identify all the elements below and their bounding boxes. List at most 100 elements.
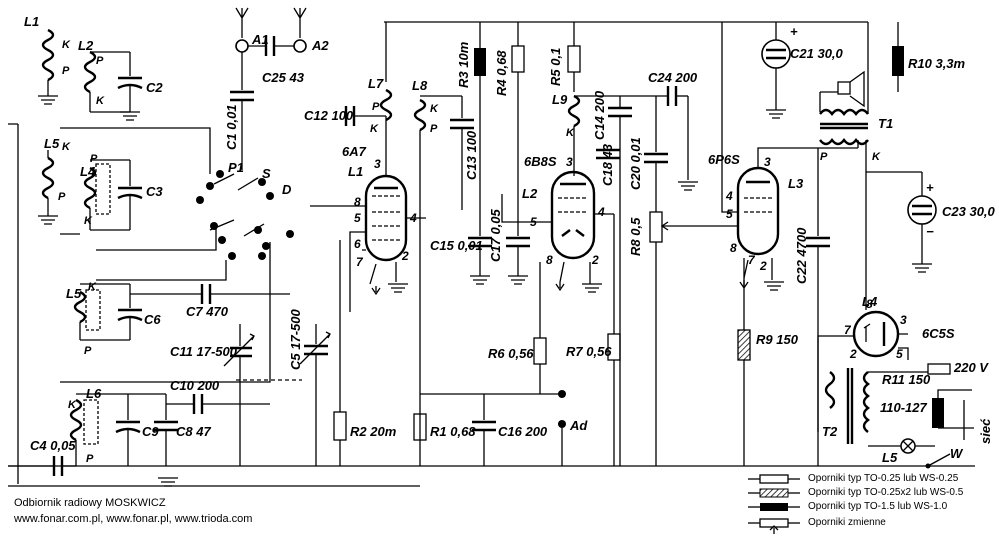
pin-8d: 8 <box>866 297 873 311</box>
capacitor-c24 <box>620 86 698 191</box>
capacitor-c9 <box>115 394 141 466</box>
label-c3: C3 <box>146 184 163 199</box>
capacitor-c15 <box>468 200 492 285</box>
capacitor-c8 <box>154 394 178 466</box>
resistor-r6 <box>533 337 560 395</box>
label-l1: L1 <box>24 14 39 29</box>
capacitor-c10 <box>166 394 270 414</box>
label-tube4: 6C5S <box>922 326 955 341</box>
caption-title: Odbiornik radiowy MOSKWICZ <box>14 497 166 509</box>
coil-l1 <box>38 28 58 105</box>
label-110v: 110-127 <box>880 400 928 415</box>
voltage-selector[interactable] <box>932 389 974 440</box>
pin-7d: 7 <box>844 323 852 337</box>
label-l5-p: P <box>58 191 66 203</box>
volume-potentiometer-r8[interactable] <box>649 210 720 466</box>
capacitor-c23 <box>866 171 937 273</box>
antenna-a1[interactable] <box>235 7 249 90</box>
label-l8: L8 <box>412 78 428 93</box>
label-l6-k: K <box>68 399 77 411</box>
label-l2-k: K <box>96 95 105 107</box>
label-l7-p: P <box>372 101 380 113</box>
label-c20: C20 0,01 <box>628 137 643 190</box>
resistor-r7 <box>607 214 621 466</box>
capacitor-c18 <box>596 148 620 160</box>
label-l1-k: K <box>62 39 71 51</box>
legend-item-4: Oporniki zmienne <box>808 517 886 528</box>
capacitor-c13 <box>450 96 474 210</box>
legend-item-2: Oporniki typ TO-0.25x2 lub WS-0.5 <box>808 487 964 498</box>
coil-l6 <box>69 393 166 466</box>
pin-6: 6 <box>354 237 361 251</box>
label-t2: T2 <box>822 424 838 439</box>
label-l8-k: K <box>430 103 439 115</box>
label-tube3: 6P6S <box>708 152 740 167</box>
plus-c21: + <box>790 24 798 39</box>
label-c6: C6 <box>144 312 161 327</box>
capacitor-c20 <box>644 96 668 210</box>
pin-3: 3 <box>374 157 381 171</box>
label-c10: C10 200 <box>170 378 220 393</box>
label-l2: L2 <box>78 38 94 53</box>
capacitor-c25 <box>248 36 294 56</box>
label-l9: L9 <box>552 92 568 107</box>
label-r8: R8 0,5 <box>628 217 643 256</box>
pin-8b: 8 <box>546 253 553 267</box>
label-c7: C7 470 <box>186 304 229 319</box>
label-l4-k: K <box>84 215 93 227</box>
pin-5: 5 <box>354 211 361 225</box>
pin-5d: 5 <box>896 347 903 361</box>
legend-item-3: Oporniki typ TO-1.5 lub WS-1.0 <box>808 501 948 512</box>
label-l4: L4 <box>80 164 96 179</box>
variable-capacitor-c11[interactable] <box>223 324 255 466</box>
label-r4: R4 0,68 <box>494 50 509 96</box>
power-switch-w[interactable] <box>925 453 951 469</box>
label-c24: C24 200 <box>648 70 698 85</box>
coil-l9 <box>567 94 581 176</box>
label-c5: C5 17-500 <box>288 309 303 370</box>
label-c23: C23 30,0 <box>942 204 996 219</box>
label-l6-p: P <box>86 453 94 465</box>
antenna-a2[interactable] <box>293 7 307 53</box>
resistor-r10 <box>892 22 904 92</box>
label-tube1: 6A7 <box>342 144 367 159</box>
plus-c23: + <box>926 180 934 195</box>
label-t1-p: P <box>820 151 828 163</box>
label-l5-k: K <box>62 141 71 153</box>
label-c11: C11 17-500 <box>170 344 238 359</box>
label-c21: C21 30,0 <box>790 46 844 61</box>
pin-5c: 5 <box>726 207 733 221</box>
label-l7: L7 <box>368 76 384 91</box>
capacitor-c21 <box>761 22 791 119</box>
pickup-jack-ad[interactable] <box>558 390 566 466</box>
capacitor-c6 <box>117 284 143 340</box>
label-c8: C8 47 <box>176 424 211 439</box>
label-r3: R3 10т <box>456 41 471 88</box>
variable-capacitor-c5[interactable] <box>236 324 331 466</box>
resistor-r9 <box>737 329 751 466</box>
ground-l6 <box>158 477 178 487</box>
coil-l5-top <box>38 150 58 225</box>
label-c18: C18 43 <box>600 143 615 186</box>
label-c2: C2 <box>146 80 163 95</box>
label-r6: R6 0,56 <box>488 346 534 361</box>
wave-range-switch[interactable] <box>8 123 294 484</box>
label-l5-mid: L5 <box>66 286 82 301</box>
resistor-r3 <box>474 22 486 200</box>
label-d: D <box>282 182 292 197</box>
pin-3c: 3 <box>764 155 771 169</box>
label-l5: L5 <box>44 136 60 151</box>
pin-7c: 7 <box>748 253 756 267</box>
label-c25: C25 43 <box>262 70 305 85</box>
legend-item-1: Oporniki typ TO-0.25 lub WS-0.25 <box>808 473 959 484</box>
label-c16: C16 200 <box>498 424 548 439</box>
transformer-t2 <box>824 368 870 444</box>
label-c12: C12 100 <box>304 108 354 123</box>
resistor-r1 <box>413 393 540 441</box>
capacitor-c2 <box>117 52 143 121</box>
pin-3d: 3 <box>900 313 907 327</box>
label-w: W <box>950 446 964 461</box>
label-r11: R11 150 <box>882 372 931 387</box>
tube-6b8s <box>501 170 614 338</box>
